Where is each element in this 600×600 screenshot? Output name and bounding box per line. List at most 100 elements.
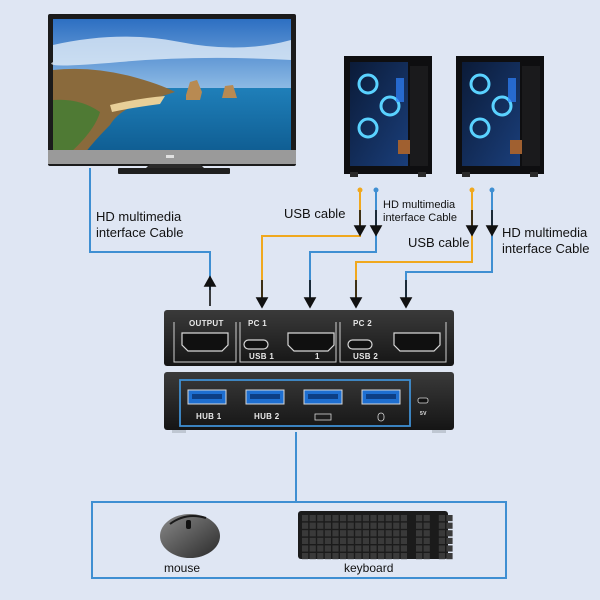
keyboard-key <box>400 530 407 537</box>
label-hub2: HUB 2 <box>254 412 280 421</box>
keyboard-key <box>393 553 400 560</box>
pc1-fan-3 <box>357 117 379 139</box>
keyboard-key <box>317 553 324 560</box>
keyboard-key <box>317 545 324 552</box>
label-hdmi-mid-line2: interface Cable <box>383 212 457 224</box>
keyboard-key <box>332 537 339 544</box>
rock-stack-1 <box>186 80 202 100</box>
arrow-pc1-hdmi-head <box>369 225 383 237</box>
pc1-bracket <box>239 322 337 363</box>
keyboard-key <box>393 522 400 529</box>
hub4-port-tongue <box>366 394 396 399</box>
pc2-bracket <box>339 322 447 363</box>
arrow-pc2-usb-head <box>465 225 479 237</box>
keyboard-key <box>362 515 369 522</box>
pc1-side-panel <box>410 66 428 166</box>
keyboard-key <box>324 545 331 552</box>
keyboard-key <box>423 530 430 537</box>
keyboard-key <box>400 537 407 544</box>
keyboard-key <box>378 553 385 560</box>
keyboard-key <box>400 553 407 560</box>
keyboard-key <box>362 522 369 529</box>
keyboard-key <box>423 515 430 522</box>
clouds-shape <box>51 36 291 66</box>
keyboard-key <box>393 545 400 552</box>
output-hdmi-port <box>181 332 229 352</box>
monitor-stand <box>118 168 230 174</box>
pc2-fan-3 <box>469 117 491 139</box>
keyboard-key <box>370 522 377 529</box>
keyboard-key <box>385 553 392 560</box>
label-hdmi-cable-left: HD multimedia interface Cable <box>96 209 216 241</box>
rock-stack-2 <box>222 85 237 98</box>
label-usb2: USB 2 <box>353 352 379 361</box>
monitor <box>48 14 296 174</box>
hub-frame <box>179 379 411 427</box>
keyboard-key <box>340 545 347 552</box>
pc2-usbc-port <box>347 339 373 350</box>
keyboard-key <box>317 530 324 537</box>
keyboard-key <box>302 515 309 522</box>
pc1-light-bar <box>396 78 404 102</box>
keyboard-key <box>438 553 445 560</box>
pc1-foot-l <box>350 172 358 177</box>
keyboard-key <box>370 537 377 544</box>
keyboard-key <box>416 553 423 560</box>
keyboard-key <box>423 545 430 552</box>
pc2-hdmi-dot <box>489 187 495 193</box>
label-usb1: USB 1 <box>249 352 275 361</box>
keyboard-key <box>332 522 339 529</box>
keyboard-key <box>309 530 316 537</box>
pc2-foot-r <box>530 172 538 177</box>
kvm-rear-panel <box>164 310 454 366</box>
keyboard-key <box>378 515 385 522</box>
keyboard-key <box>317 522 324 529</box>
keyboard-key <box>385 530 392 537</box>
label-hub1: HUB 1 <box>196 412 222 421</box>
label-pc1: PC 1 <box>248 319 267 328</box>
keyboard-key <box>355 530 362 537</box>
switch-foot-r <box>432 430 446 433</box>
keyboard-key <box>393 530 400 537</box>
keyboard-key <box>347 537 354 544</box>
keyboard-key <box>302 522 309 529</box>
label-hdmi-cable-mid: HD multimedia interface Cable <box>383 199 483 225</box>
keyboard-keys <box>302 515 453 560</box>
keyboard-key <box>302 545 309 552</box>
keyboard-key <box>355 515 362 522</box>
monitor-hdmi-cable <box>89 168 211 290</box>
monitor-logo <box>166 155 174 158</box>
keyboard-key <box>340 530 347 537</box>
output-bracket <box>173 322 237 363</box>
keyboard-key <box>438 530 445 537</box>
label-output: OUTPUT <box>189 319 224 328</box>
keyboard-key <box>446 530 453 537</box>
keyboard-key <box>370 530 377 537</box>
label-hdmi-right-line1: HD multimedia <box>502 225 588 240</box>
beach-shape <box>110 96 165 112</box>
label-hdmi-left-line1: HD multimedia <box>96 209 182 224</box>
keyboard-key <box>438 545 445 552</box>
keyboard-key <box>302 530 309 537</box>
hub3-port-tongue <box>308 394 338 399</box>
keyboard-key <box>309 545 316 552</box>
mouse-body <box>160 514 220 558</box>
mouse-wheel <box>186 520 191 529</box>
keyboard-key <box>347 545 354 552</box>
keyboard-key <box>309 553 316 560</box>
pc1-fan-1 <box>357 73 379 95</box>
keyboard-key <box>423 553 430 560</box>
pc1-hdmi-dot <box>373 187 379 193</box>
label-usb-cable-2: USB cable <box>408 235 470 250</box>
keyboard-key <box>347 553 354 560</box>
keyboard-key <box>347 530 354 537</box>
keyboard-key <box>355 545 362 552</box>
label-hdmi-left-line2: interface Cable <box>96 225 184 240</box>
keyboard-key <box>340 537 347 544</box>
keyboard-key <box>423 537 430 544</box>
keyboard-key <box>362 530 369 537</box>
keyboard-key <box>385 515 392 522</box>
keyboard-key <box>302 537 309 544</box>
mouse-port-icon <box>377 412 385 422</box>
